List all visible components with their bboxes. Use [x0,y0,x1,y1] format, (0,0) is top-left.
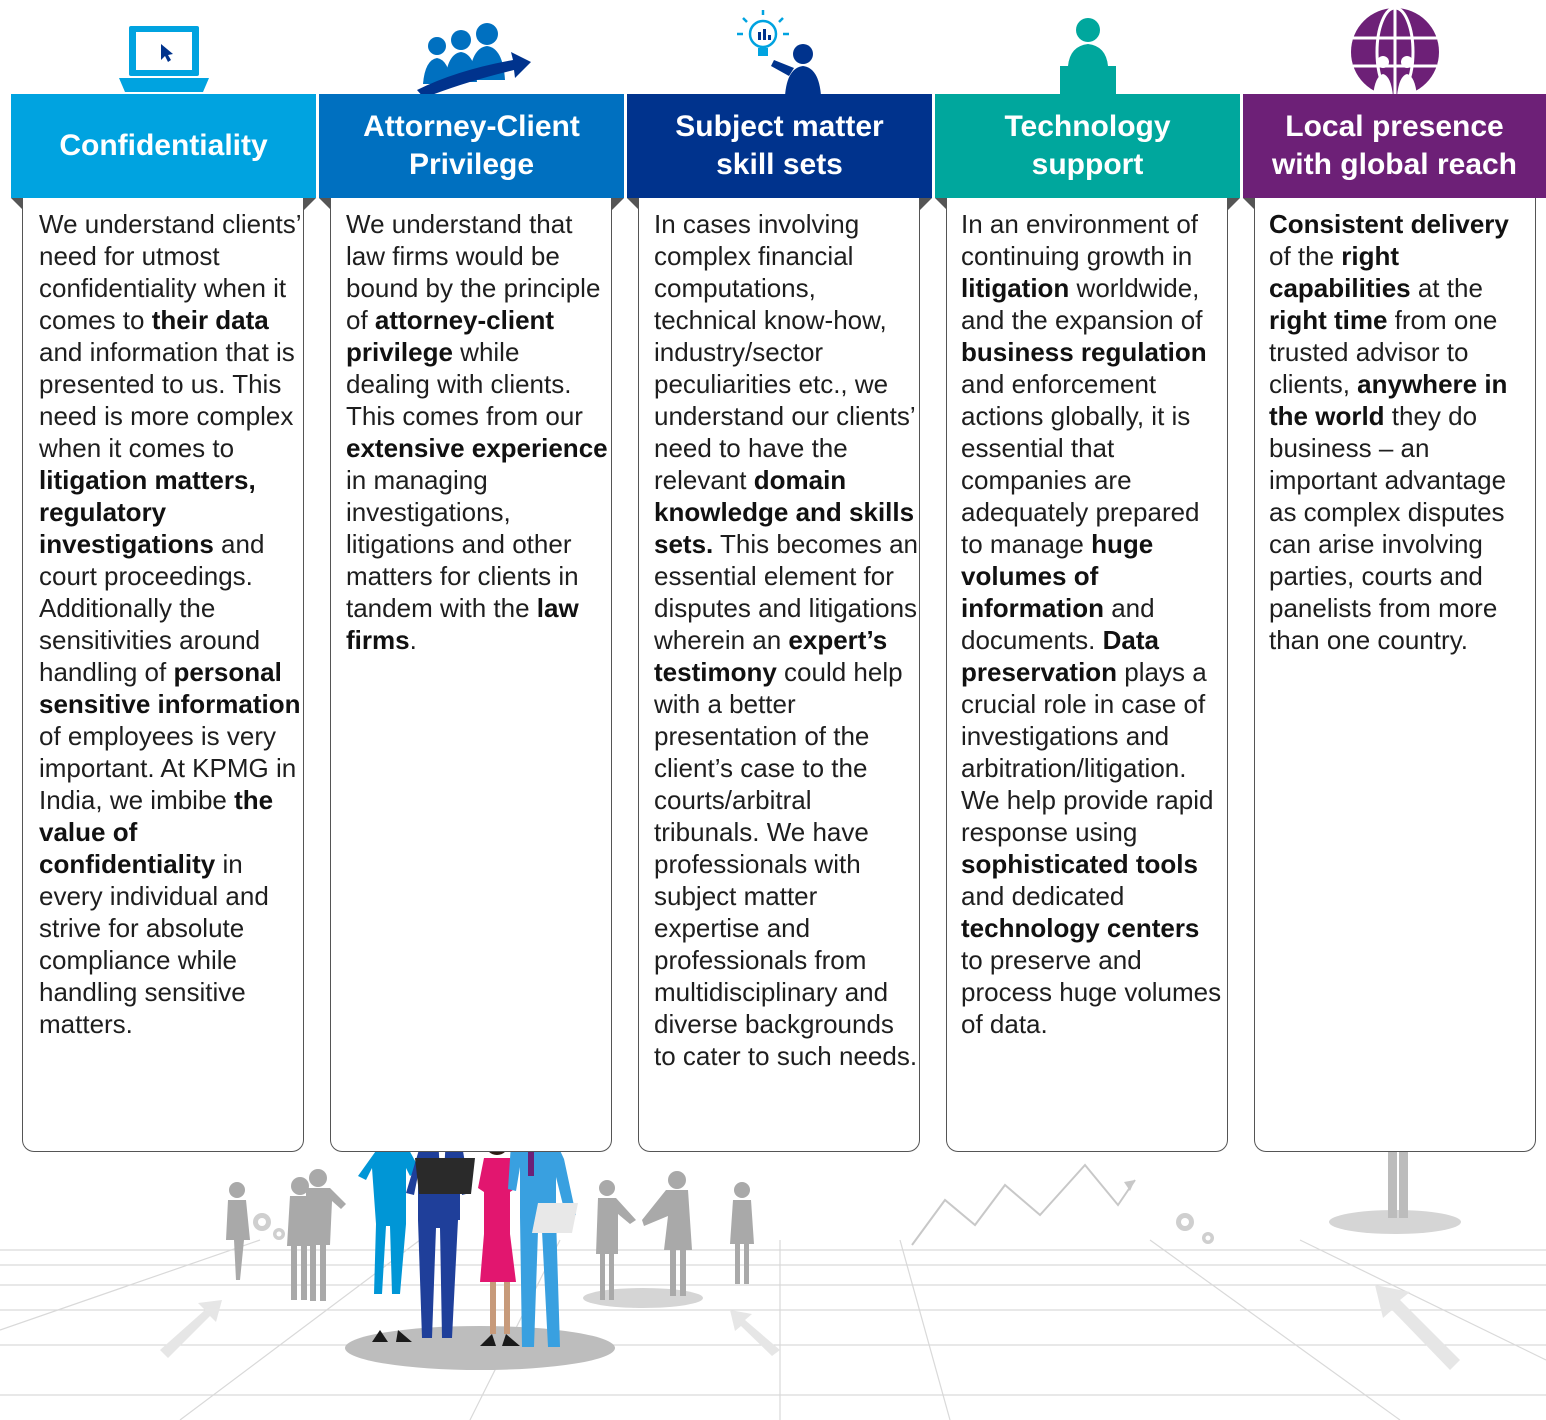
pillar-title: Attorney-Client [363,110,580,143]
body-text: In cases involving complex financial com… [654,209,915,495]
body-text: they do business – an important advantag… [1269,401,1507,655]
body-emphasis: litigation [961,273,1070,303]
pillar-title: Technology [1004,110,1171,143]
pillar-title: Subject matter [675,110,884,143]
pillar-header: Subject matter skill sets [627,94,932,198]
body-emphasis: anywhere in the world [1269,369,1508,431]
body-emphasis: Consistent delivery [1269,209,1509,239]
body-text: We understand that law firms would be bo… [346,209,601,335]
header-fold [612,198,624,210]
pillar-box [638,198,920,1152]
body-emphasis: their data [151,305,269,335]
pillar-icon [11,0,316,94]
pillar-local-presence-global-reach: Local presence with global reach Consiste… [1243,0,1546,1152]
body-emphasis: personal sensitive information [39,657,301,719]
body-text: in every individual and strive for absol… [39,849,269,1039]
body-text: from one trusted advisor to clients, [1269,305,1498,399]
team-growth-icon [416,23,531,94]
pillar-technology-support: Technology support In an environment of c… [935,0,1240,1152]
pillar-box [330,198,612,1152]
header-fold [627,198,639,210]
body-emphasis: litigation matters, regulatory investiga… [39,465,256,559]
body-emphasis: huge volumes of information [961,529,1154,623]
header-fold [1243,198,1255,210]
pillar-box [946,198,1228,1152]
pillar-icon [319,0,624,94]
pillar-box [22,198,304,1152]
pillar-header: Confidentiality [11,94,316,198]
body-emphasis: law firms [346,593,579,655]
body-emphasis: sophisticated tools [961,849,1198,879]
idea-bulb-icon [736,10,821,96]
header-fold [935,198,947,210]
person-at-desk-icon [1059,18,1116,94]
body-emphasis: technology centers [961,913,1200,943]
body-text: and enforcement actions globally, it is … [961,369,1200,559]
body-text: and information that is presented to us.… [39,337,295,463]
body-text: worldwide, and the expansion of [961,273,1203,335]
pillar-title: Local presence [1285,110,1504,143]
body-emphasis: domain knowledge and skills sets. [654,465,915,559]
laptop-icon [118,26,209,92]
body-emphasis: the value of confidentiality [39,785,274,879]
pillar-title-line2: Privilege [408,148,535,181]
body-text: of employees is very important. At KPMG … [39,721,297,815]
body-emphasis: expert’s testimony [654,625,888,687]
body-emphasis: right time [1269,305,1388,335]
pillar-header: Technology support [935,94,1240,198]
body-text: could help with a better presentation of… [654,657,918,1071]
pillar-header: Local presence with global reach [1243,94,1546,198]
pillar-body: We understand that law firms would be bo… [346,208,610,656]
body-text: In an environment of continuing growth i… [961,209,1199,271]
pillar-confidentiality: Confidentiality We understand clients’ n… [11,0,316,1152]
body-text: This becomes an essential element for di… [654,529,919,655]
header-fold [304,198,316,210]
body-text: to preserve and process huge volumes of … [961,945,1222,1039]
body-text: while dealing with clients. This comes f… [346,337,583,431]
header-fold [319,198,331,210]
body-emphasis: extensive experience [346,433,608,463]
body-text: and court proceedings. Additionally the … [39,529,265,687]
pillar-box [1254,198,1536,1152]
body-emphasis: business regulation [961,337,1207,367]
body-text: and dedicated [961,881,1125,911]
globe-people-icon [1350,6,1439,96]
body-emphasis: right capabilities [1269,241,1411,303]
body-text: plays a crucial role in case of investig… [961,657,1214,847]
body-text: in managing investigations, litigations … [346,465,579,623]
pillar-body: Consistent delivery of the right capabil… [1269,208,1532,656]
body-text: of the [1269,241,1342,271]
body-text: . [409,625,417,655]
pillar-body: In an environment of continuing growth i… [961,208,1226,1040]
header-fold [1228,198,1240,210]
body-emphasis: attorney-client privilege [346,305,555,367]
pillar-title-line2: skill sets [716,148,843,181]
body-text: and documents. [961,593,1155,655]
body-text: We understand clients’ need for utmost c… [39,209,301,335]
body-text: at the [1410,273,1483,303]
pillar-subject-matter-skill-sets: Subject matter skill sets In cases involv… [627,0,932,1152]
pillar-icon [627,0,932,96]
pillar-icon [1243,0,1546,96]
pillar-body: In cases involving complex financial com… [654,208,918,1072]
pillar-icon [935,0,1240,94]
pillar-title: Confidentiality [59,129,268,162]
header-fold [11,198,23,210]
header-fold [920,198,932,210]
pillar-title-line2: with global reach [1271,148,1518,181]
body-emphasis: Data preservation [961,625,1159,687]
pillar-title-line2: support [1031,148,1144,181]
pillar-body: We understand clients’ need for utmost c… [39,208,302,1040]
